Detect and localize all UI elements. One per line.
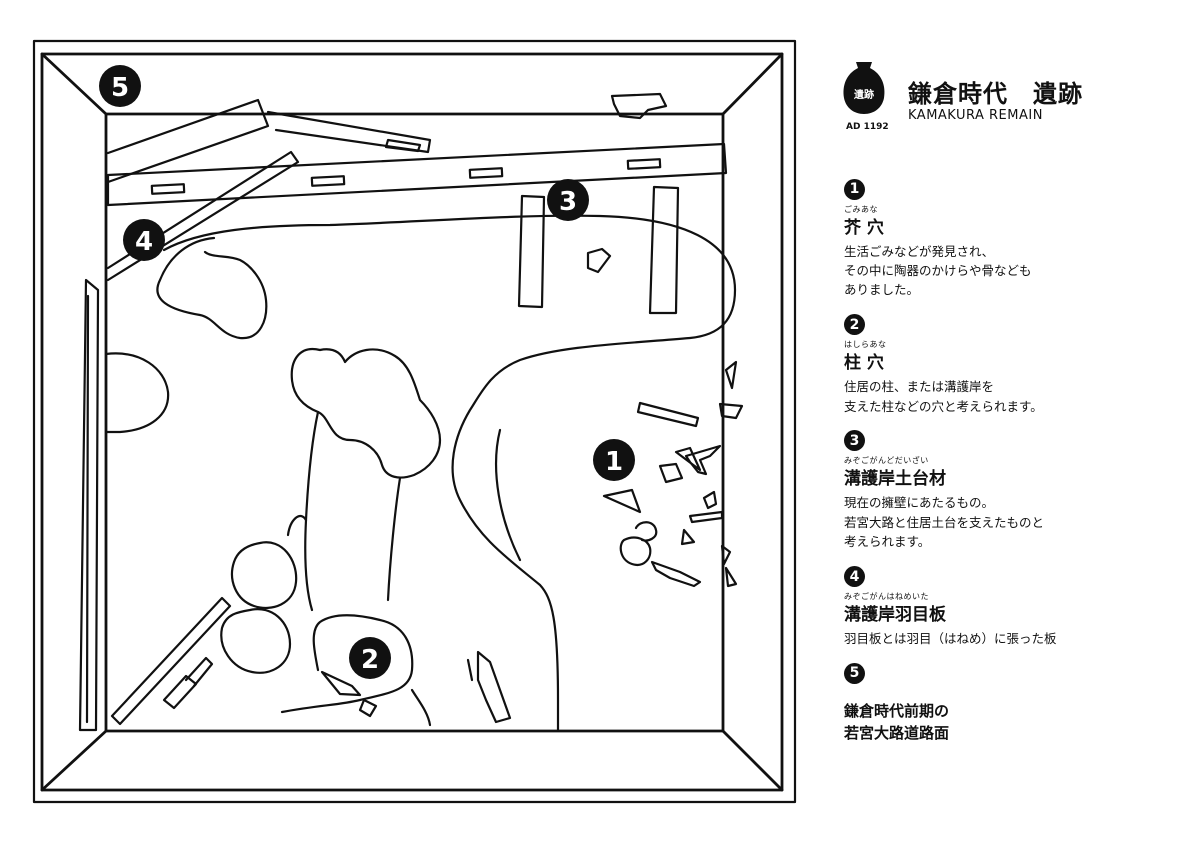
era-year: AD 1192	[846, 122, 889, 132]
legend-name: 溝護岸羽目板	[844, 605, 946, 625]
page-subtitle: KAMAKURA REMAIN	[908, 108, 1043, 123]
header: 遺跡 AD 1192 鎌倉時代 遺跡 KAMAKURA REMAIN	[812, 60, 1182, 140]
marker-1: 1	[605, 447, 623, 477]
legend-number: 4	[844, 566, 865, 587]
revetment-board	[106, 98, 270, 184]
legend-ruby: はしらあな	[844, 340, 887, 350]
foundation-post	[648, 185, 680, 315]
legend-panel: 遺跡 AD 1192 鎌倉時代 遺跡 KAMAKURA REMAIN 1 ごみあ…	[812, 60, 1182, 742]
road-surface-fragment	[610, 92, 668, 120]
legend-number: 5	[844, 662, 865, 684]
page-title: 鎌倉時代 遺跡	[908, 80, 1083, 108]
legend-name: 溝護岸土台材	[844, 469, 946, 490]
legend-number: 2	[844, 314, 865, 336]
pit-inner	[104, 112, 725, 733]
marker-2: 2	[361, 645, 379, 675]
excavation-diagram: 5 3 4 1 2	[32, 39, 797, 804]
legend-item-1: 1 ごみあな 芥 穴 生活ごみなどが発見され、 その中に陶器のかけらや骨なども …	[844, 178, 1164, 300]
legend-number: 1	[844, 178, 865, 200]
pottery-jar-icon	[843, 62, 885, 114]
legend-desc: 住居の柱、または溝護岸を 支えた柱などの穴と考えられます。	[844, 379, 1043, 414]
foundation-beam	[106, 142, 728, 207]
legend-ruby: みぞごがんはねめいた	[844, 592, 929, 601]
legend-item-3: 3 みぞごがんどだいざい 溝護岸土台材 現在の擁壁にあたるもの。 若宮大路と住居…	[844, 430, 1164, 552]
legend-item-2: 2 はしらあな 柱 穴 住居の柱、または溝護岸を 支えた柱などの穴と考えられます…	[844, 314, 1164, 416]
legend-number: 3	[844, 430, 865, 452]
marker-3: 3	[559, 187, 577, 217]
legend-name: 柱 穴	[844, 353, 884, 374]
outer-frame	[32, 39, 797, 804]
legend-desc: 羽目板とは羽目（はねめ）に張った板	[844, 631, 1057, 646]
foundation-post	[517, 194, 546, 309]
legend-desc: 生活ごみなどが発見され、 その中に陶器のかけらや骨なども ありました。	[844, 243, 1032, 298]
legend-desc: 鎌倉時代前期の 若宮大路道路面	[844, 701, 950, 743]
revetment-board	[266, 110, 432, 154]
badge-label: 遺跡	[854, 90, 874, 101]
legend-ruby: ごみあな	[844, 204, 878, 214]
legend-item-5: 5 鎌倉時代前期の 若宮大路道路面	[844, 662, 1164, 745]
legend-ruby: みぞごがんどだいざい	[844, 456, 929, 466]
legend-list: 1 ごみあな 芥 穴 生活ごみなどが発見され、 その中に陶器のかけらや骨なども …	[844, 178, 1164, 759]
pit-outer	[40, 52, 784, 792]
legend-name: 芥 穴	[844, 217, 884, 238]
marker-5: 5	[111, 73, 129, 103]
legend-desc: 現在の擁壁にあたるもの。 若宮大路と住居土台を支えたものと 考えられます。	[844, 495, 1045, 550]
legend-item-4: 4 みぞごがんはねめいた 溝護岸羽目板 羽目板とは羽目（はねめ）に張った板	[844, 566, 1164, 649]
marker-4: 4	[135, 227, 153, 257]
left-board	[78, 278, 100, 732]
